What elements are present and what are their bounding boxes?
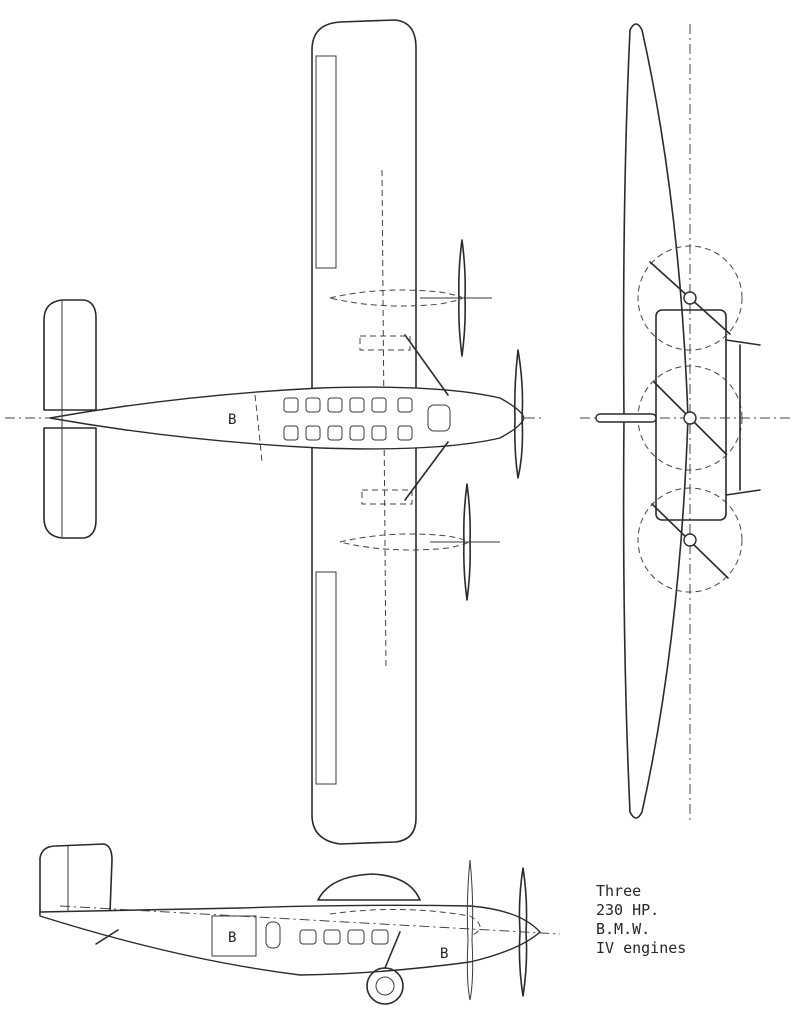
engine-caption: Three 230 HP. B.M.W. IV engines [596,882,776,958]
side-tailskid [95,929,119,945]
plan-propeller-lower [463,483,471,601]
side-wing [317,873,421,901]
front-prop-disc-upper [637,245,743,351]
caption-line-4: IV engines [596,939,687,957]
side-door-letter: B [228,930,236,946]
front-hub-upper [683,291,697,305]
front-prop-disc-lower [637,487,743,593]
side-centerline [59,905,561,935]
front-hub-lower [683,533,697,547]
plan-propeller-upper [458,239,466,357]
plan-view: B [5,19,545,845]
plan-tailplane-upper [43,299,97,411]
side-nacelle [329,908,481,937]
caption-line-2: 230 HP. [596,901,660,919]
plan-fuselage-letter: B [228,412,236,428]
front-fuselage [655,309,727,521]
plan-aileron-lower [315,571,337,785]
caption-line-3: B.M.W. [596,920,651,938]
front-hub-center [683,411,697,425]
side-propeller-rear [466,859,474,1001]
plan-main-wing [311,19,417,845]
front-view [580,23,790,820]
side-main-wheel [366,967,404,1005]
plan-engine-details [254,335,413,505]
side-nose-letter: B [440,946,448,962]
plan-strut-lower [404,441,449,501]
side-propeller [518,867,528,997]
caption-line-1: Three [596,882,642,900]
front-landing-gear [725,339,761,496]
side-view: B B [39,843,561,1005]
side-cabin-windows [299,929,389,945]
plan-cabin-windows [283,397,451,441]
side-gear-strut [384,931,401,969]
side-fuselage [39,904,541,976]
plan-propeller-center [514,349,524,479]
plan-nacelle-lower [339,533,469,551]
front-tailskid [595,413,657,423]
side-door-window [265,921,281,949]
plan-fuselage [49,386,525,450]
side-fin [39,843,113,915]
plan-tailplane-lower [43,427,97,539]
plan-strut-upper [404,334,449,396]
plan-aileron-upper [315,55,337,269]
front-wing [622,23,689,819]
